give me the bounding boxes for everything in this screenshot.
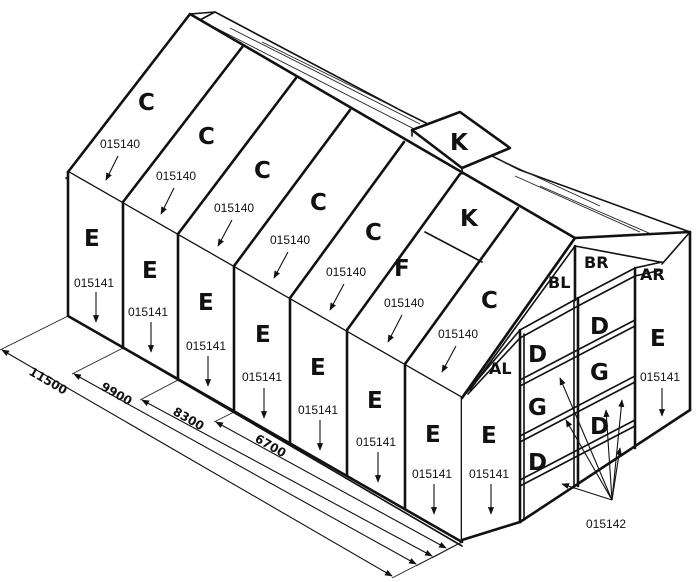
panel-label-c: C <box>254 158 271 184</box>
part-number-roof: 015140 <box>100 137 140 151</box>
dimension-label: 9900 <box>99 379 135 408</box>
panel-label-d: D <box>528 450 547 476</box>
part-number-roof: 015140 <box>326 265 366 279</box>
panel-label-e: E <box>84 226 100 252</box>
part-number-roof: 015140 <box>214 201 254 215</box>
part-number-side: 015141 <box>186 339 226 353</box>
panel-label-e: E <box>425 422 441 448</box>
dimension-label: 8300 <box>171 404 207 433</box>
panel-label-g: G <box>590 360 609 386</box>
part-number-side: 015141 <box>74 276 114 290</box>
panel-label-d: D <box>590 314 609 340</box>
roof-part-callouts: 015140 015140 015140 015140 015140 01514… <box>100 137 478 373</box>
part-number-side: 015141 <box>469 467 509 481</box>
part-number-side: 015141 <box>128 305 168 319</box>
panel-label-c: C <box>310 190 327 216</box>
panel-label-al: AL <box>489 359 512 378</box>
ridge-vent: K <box>410 110 512 175</box>
end-labels: D G D D G D AL BL BR AR <box>489 253 665 476</box>
roof-labels: C C C C C K F C <box>138 90 498 314</box>
part-number-end: 015142 <box>586 517 626 531</box>
panel-label-ar: AR <box>640 265 665 284</box>
panel-label-c: C <box>481 288 498 314</box>
part-number-side: 015141 <box>298 403 338 417</box>
panel-label-c: C <box>198 124 215 150</box>
panel-label-br: BR <box>584 253 609 272</box>
panel-label-g: G <box>528 395 547 421</box>
panel-label-e: E <box>650 326 666 352</box>
panel-label-e: E <box>255 322 271 348</box>
panel-label-c: C <box>138 90 155 116</box>
panel-label-e: E <box>367 388 383 414</box>
part-number-roof: 015140 <box>156 169 196 183</box>
part-number-roof: 015140 <box>270 233 310 247</box>
part-number-side: 015141 <box>356 435 396 449</box>
panel-label-d: D <box>590 414 609 440</box>
panel-label-c: C <box>365 220 382 246</box>
panel-label-bl: BL <box>548 273 570 292</box>
end-part-callout: 015142 <box>559 377 626 531</box>
panel-label-e: E <box>310 355 326 381</box>
part-number-roof: 015140 <box>438 327 478 341</box>
part-number-side: 015141 <box>412 467 452 481</box>
end-wall <box>460 230 692 542</box>
part-number-side: 015141 <box>242 370 282 384</box>
panel-label-d: D <box>528 342 547 368</box>
panel-label-f: F <box>394 256 410 282</box>
part-number-side: 015141 <box>640 370 680 384</box>
panel-label-e: E <box>198 290 214 316</box>
panel-label-e: E <box>142 258 158 284</box>
panel-label-k: K <box>460 206 479 232</box>
dimension-label: 11500 <box>27 364 70 397</box>
panel-label-k-top: K <box>450 130 469 156</box>
panel-label-e: E <box>481 423 497 449</box>
part-number-roof: 015140 <box>384 296 424 310</box>
